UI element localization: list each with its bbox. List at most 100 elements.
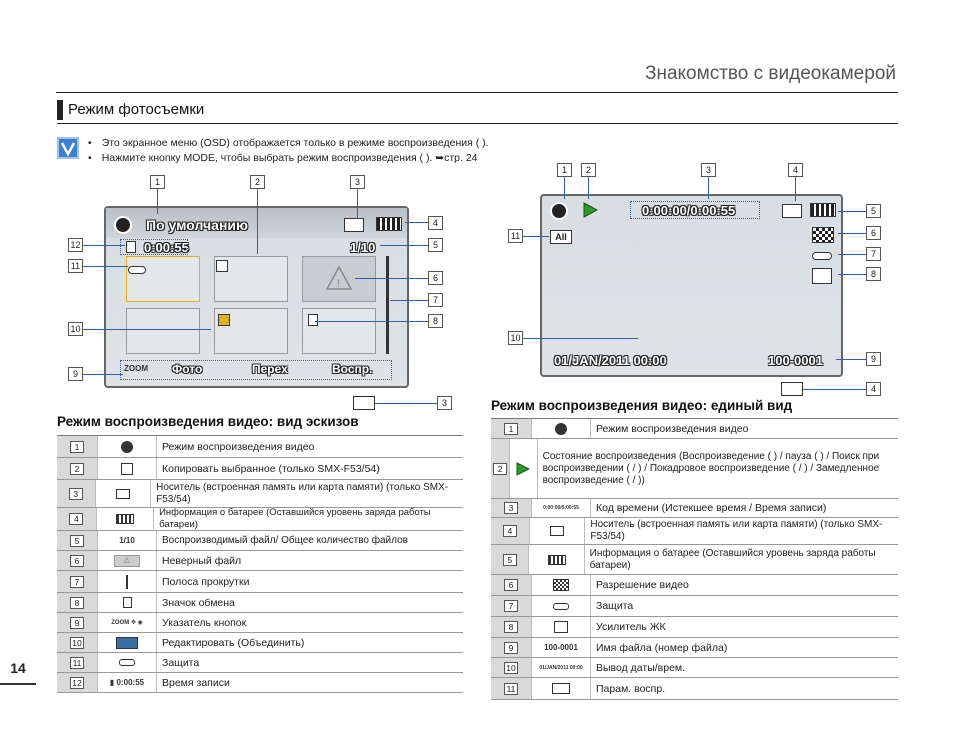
note-list: Это экранное меню (OSD) отображается тол… <box>88 136 489 166</box>
play-option-icon <box>781 382 803 396</box>
file-counter-icon: 1/10 <box>119 536 135 545</box>
storage-icon <box>782 204 802 218</box>
playback-mode-icon <box>121 440 133 453</box>
battery-icon <box>810 203 836 217</box>
battery-icon <box>115 514 134 524</box>
callout-2: 2 <box>581 163 596 177</box>
timecode: 0:00:00/0:00:55 <box>642 203 736 218</box>
scrollbar-icon <box>126 574 128 589</box>
leader-line <box>523 236 549 237</box>
leader-line <box>838 233 866 234</box>
key-icon <box>128 266 146 274</box>
leader-line <box>257 189 258 254</box>
thumbnail-1[interactable] <box>126 256 200 302</box>
button-guide-box <box>120 360 392 380</box>
callout-6: 6 <box>428 271 443 285</box>
leader-line <box>836 359 866 360</box>
leader-line <box>357 189 358 219</box>
thumbnail-view-screen: По умолчанию 0:00:55 1/10 ! ZOOM Фото Пе… <box>104 206 409 388</box>
leader-line <box>838 254 866 255</box>
time-marker-icon <box>126 241 136 253</box>
leader-line <box>588 177 589 199</box>
time-highlight <box>120 239 188 255</box>
photo-label: Фото <box>172 362 203 376</box>
play-icon <box>583 202 598 218</box>
battery-icon <box>547 554 566 565</box>
callout-11: 11 <box>508 229 523 243</box>
osd-title: По умолчанию <box>146 217 248 233</box>
callout-9: 9 <box>866 352 881 366</box>
storage-icon <box>550 526 565 536</box>
trash-icon <box>308 314 318 326</box>
callout-5: 5 <box>428 238 443 252</box>
file-counter: 1/10 <box>350 240 376 255</box>
leader-line <box>380 245 428 246</box>
play-option-icon <box>552 683 570 694</box>
record-time-icon: ▮ 0:00:55 <box>109 678 145 687</box>
callout-12: 12 <box>68 238 83 252</box>
move-label: Перех <box>252 362 288 376</box>
callout-7: 7 <box>866 247 881 261</box>
file-number-icon: 100-0001 <box>544 643 578 652</box>
button-guide-icon: ZOOM ✥ ◉ <box>111 620 143 626</box>
note-item: Это экранное меню (OSD) отображается тол… <box>88 136 489 151</box>
battery-icon <box>376 217 402 231</box>
resolution-icon <box>812 227 834 243</box>
thumbnail-3[interactable]: ! <box>302 256 376 302</box>
callout-3b: 3 <box>437 396 452 410</box>
leader-line <box>157 189 158 214</box>
callout-3: 3 <box>701 163 716 177</box>
date-time-icon: 01/JAN/2011 00:00 <box>539 664 583 671</box>
callout-1: 1 <box>150 175 165 189</box>
callout-1: 1 <box>557 163 572 177</box>
callout-10: 10 <box>508 331 523 345</box>
page-header-title: Знакомство с видеокамерой <box>645 63 896 84</box>
edit-icon <box>218 314 230 326</box>
leader-line <box>83 329 211 330</box>
callout-7: 7 <box>428 293 443 307</box>
section-divider <box>57 123 898 124</box>
file-number: 100-0001 <box>768 353 823 368</box>
callout-2: 2 <box>250 175 265 189</box>
play-icon <box>516 461 531 476</box>
callout-3: 3 <box>350 175 365 189</box>
play-option-icon <box>353 396 375 410</box>
lcd-enhancer-icon <box>812 268 832 284</box>
leader-line <box>83 374 123 375</box>
record-time: 0:00:55 <box>144 240 189 255</box>
callout-8: 8 <box>866 267 881 281</box>
thumbnail-4[interactable] <box>126 308 200 354</box>
zoom-icon: ZOOM <box>124 364 148 373</box>
storage-icon <box>344 218 364 232</box>
scrollbar[interactable] <box>386 256 389 354</box>
leader-line <box>83 266 128 267</box>
playback-mode-icon <box>555 422 567 435</box>
date-time: 01/JAN/2011 00:00 <box>554 353 667 368</box>
playback-mode-icon <box>550 202 568 220</box>
key-icon <box>812 252 832 260</box>
lcd-enhancer-icon <box>554 621 568 633</box>
callout-6: 6 <box>866 226 881 240</box>
copy-icon <box>216 260 228 272</box>
timecode-icon: 0:00:00/0:00:55 <box>543 505 579 511</box>
page-number-rule <box>0 683 36 685</box>
leader-line <box>315 321 428 322</box>
leader-line <box>838 274 866 275</box>
